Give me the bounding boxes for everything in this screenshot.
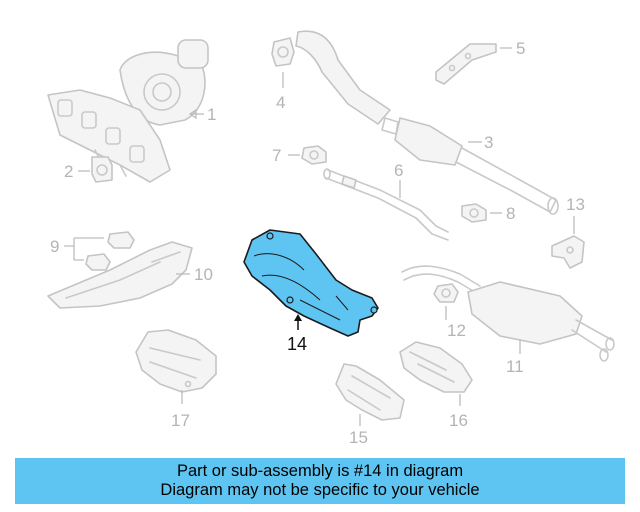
callout-12: 12: [447, 321, 466, 340]
callout-10: 10: [194, 265, 213, 284]
callout-16: 16: [449, 411, 468, 430]
info-banner: Part or sub-assembly is #14 in diagram D…: [15, 458, 625, 504]
part-9-hangers: [85, 231, 135, 271]
part-7-clamp: [301, 145, 327, 165]
part-5-bracket: [435, 43, 497, 85]
part-12-hanger: [433, 283, 459, 303]
part-10-heat-shield: [47, 241, 193, 309]
part-13-bracket: [551, 235, 585, 269]
callout-8: 8: [506, 204, 515, 223]
callout-7: 7: [272, 146, 281, 165]
part-14-heat-shield-highlighted: [243, 229, 379, 337]
part-16-heat-shield: [399, 341, 473, 393]
callout-11: 11: [506, 357, 524, 376]
banner-line-1: Part or sub-assembly is #14 in diagram: [176, 462, 464, 480]
callout-1: 1: [207, 105, 216, 124]
callout-2: 2: [64, 162, 73, 181]
callout-15: 15: [349, 428, 368, 447]
callout-14: 14: [287, 334, 307, 354]
callout-3: 3: [484, 133, 493, 152]
callout-9: 9: [50, 237, 59, 256]
part-8-clamp: [461, 203, 487, 223]
part-4-flange-gasket: [271, 37, 295, 67]
callout-5: 5: [516, 39, 525, 58]
callout-17: 17: [171, 411, 190, 430]
part-6-intermediate-pipe: [323, 168, 449, 241]
exploded-parts-diagram: 1 2 3 4 5 6 7: [47, 30, 615, 447]
part-17-heat-shield: [135, 329, 217, 393]
part-3-front-pipe-converter: [295, 30, 559, 215]
callout-6: 6: [394, 161, 403, 180]
part-2-gasket: [91, 156, 113, 183]
banner-line-2: Diagram may not be specific to your vehi…: [160, 481, 480, 499]
part-11-rear-muffler: [401, 265, 615, 362]
part-1-turbo-manifold: [47, 39, 209, 183]
part-15-heat-shield: [335, 363, 405, 421]
callout-13: 13: [566, 195, 585, 214]
callout-4: 4: [276, 93, 285, 112]
